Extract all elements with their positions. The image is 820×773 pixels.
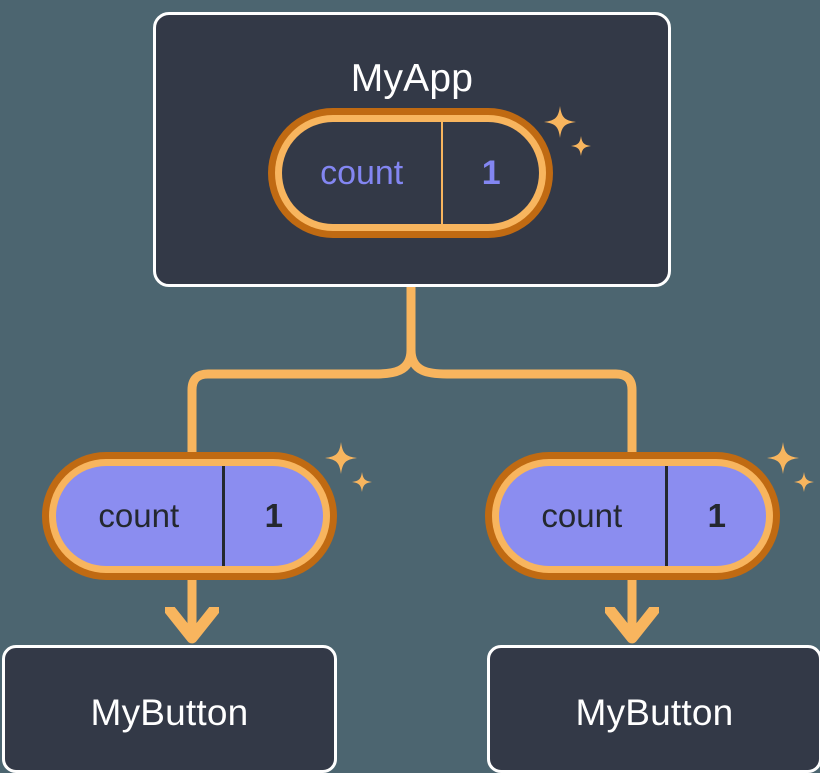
state-pill-key: count — [98, 497, 180, 534]
state-pill-key: count — [320, 153, 404, 192]
state-pill-body: count 1 — [499, 466, 766, 566]
state-pill-ring-inner: count 1 — [49, 459, 330, 573]
mybutton-card-title: MyButton — [90, 692, 249, 733]
mybutton-card-left[interactable]: MyButton — [2, 645, 337, 773]
state-pill-child-right[interactable]: count 1 — [485, 452, 780, 580]
state-pill-value: 1 — [664, 466, 766, 566]
state-pill-key: count — [541, 497, 623, 534]
wire-branch-left — [187, 345, 416, 457]
state-pill-body: count 1 — [282, 122, 539, 224]
wire-branch-right — [406, 345, 637, 457]
state-pill-body: count 1 — [56, 466, 323, 566]
state-pill-myapp[interactable]: count 1 — [268, 108, 553, 238]
state-pill-ring-inner: count 1 — [275, 115, 546, 231]
sparkle-four-point-small-icon — [794, 472, 814, 492]
myapp-card-title: MyApp — [350, 57, 474, 100]
state-pill-value: 1 — [441, 122, 539, 224]
state-pill-ring-inner: count 1 — [492, 459, 773, 573]
state-pill-child-left[interactable]: count 1 — [42, 452, 337, 580]
sparkle-four-point-icon — [325, 442, 357, 474]
mybutton-card-right[interactable]: MyButton — [487, 645, 820, 773]
sparkle-four-point-icon — [767, 442, 799, 474]
state-pill-value: 1 — [221, 466, 323, 566]
sparkle-four-point-small-icon — [352, 472, 372, 492]
mybutton-card-title: MyButton — [575, 692, 734, 733]
